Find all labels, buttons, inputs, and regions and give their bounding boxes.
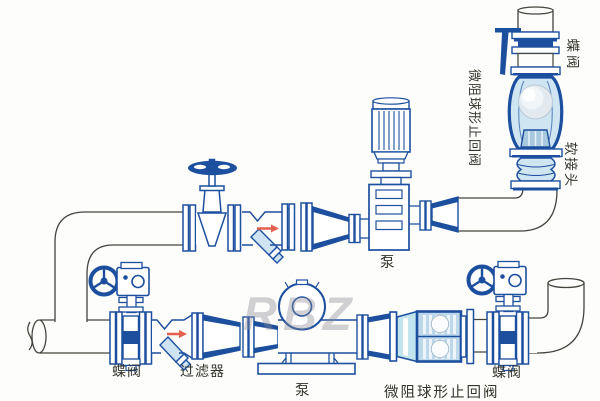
label-horizontal-pump: 泵 <box>295 383 310 399</box>
check-ball <box>430 339 450 359</box>
right-vertical-assembly <box>495 6 564 191</box>
label-right-butterfly-valve: 蝶阀 <box>492 366 522 381</box>
label-flexible-joint: 软接头 <box>563 141 578 189</box>
top-strainer-flanges <box>281 202 313 252</box>
gate-valve <box>188 158 237 247</box>
butterfly-wafer <box>518 41 553 47</box>
valve-lever-icon <box>495 28 521 33</box>
flexible-joint-body <box>516 157 556 182</box>
bottom-right-elbow <box>527 277 585 354</box>
supply-pipe <box>27 319 112 354</box>
gate-valve-inlet-flange <box>182 204 197 252</box>
pipe-segment <box>474 318 487 353</box>
top-reducer <box>312 206 371 250</box>
horizontal-check-valve <box>389 308 475 365</box>
check-ball <box>430 314 450 334</box>
label-strainer: 过滤器 <box>180 365 225 380</box>
right-butterfly-valve <box>466 260 530 372</box>
gate-valve-outlet-flange <box>227 204 242 252</box>
watermark: RBZ <box>243 287 358 340</box>
label-vertical-check-valve: 微阻球形止回阀 <box>467 68 482 167</box>
label-horizontal-check-valve: 微阻球形止回阀 <box>384 385 500 401</box>
vertical-pump <box>368 97 459 251</box>
flow-arrow-icon <box>167 330 187 338</box>
left-butterfly-valve <box>88 261 153 372</box>
pump-discharge-pipe-elbow <box>458 187 558 232</box>
pump-base <box>257 362 356 375</box>
flow-arrow-icon <box>257 224 279 233</box>
bottom-reducers <box>202 314 279 359</box>
horizontal-centrifugal-pump <box>257 279 391 375</box>
pipe-break-icon <box>27 321 33 351</box>
open-pipe-top <box>517 6 554 15</box>
bottom-y-strainer <box>152 312 204 371</box>
label-left-butterfly-valve: 蝶阀 <box>112 365 142 380</box>
label-top-butterfly-valve: 蝶阀 <box>565 38 580 72</box>
label-vertical-pump: 泵 <box>380 255 395 271</box>
open-pipe-end <box>547 277 585 289</box>
